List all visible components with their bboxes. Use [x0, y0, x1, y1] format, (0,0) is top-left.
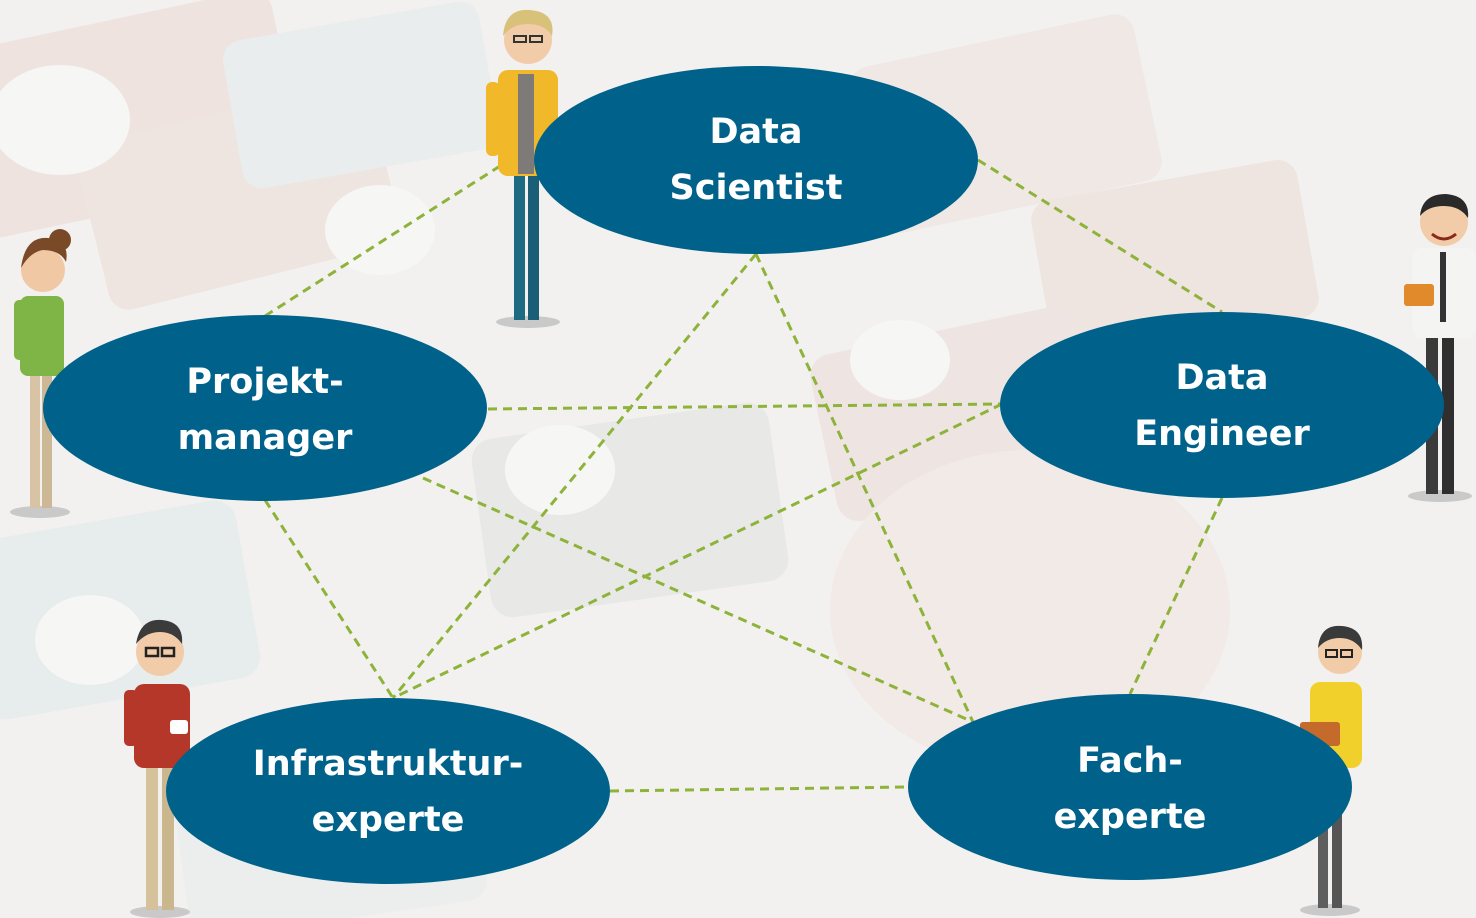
node-projektmanager [43, 315, 487, 501]
node-data-engineer [1000, 312, 1444, 498]
connector-de-fe [1128, 497, 1224, 695]
node-data-scientist [534, 66, 978, 254]
node-fachexperte [908, 694, 1352, 880]
connector-de-ie [392, 402, 1003, 700]
connector-ie-fe [609, 785, 908, 793]
person-woman-green-illustration [10, 229, 71, 518]
connector-pm-ds [264, 164, 501, 318]
person-man-yellow-illustration [486, 9, 560, 328]
connector-pm-ie [263, 499, 395, 699]
person-man-red-sweater-illustration [124, 619, 190, 918]
connector-ds-de [977, 158, 1223, 314]
connector-ds-ie [391, 253, 758, 699]
node-infrastrukturexperte [166, 698, 610, 884]
person-woman-yellow-illustration [1300, 625, 1363, 916]
connector-pm-fe [422, 476, 974, 724]
connector-ds-fe [754, 253, 975, 723]
person-man-white-shirt-illustration [1404, 194, 1476, 502]
connector-pm-de [487, 402, 1003, 411]
